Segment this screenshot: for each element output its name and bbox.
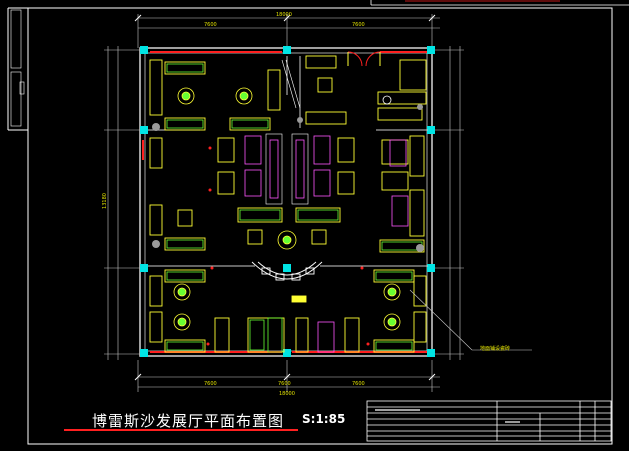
sofa-sets <box>149 55 427 353</box>
display-rugs <box>244 135 409 353</box>
red-markers <box>206 146 370 346</box>
entrance-door <box>347 51 381 67</box>
interior-partitions <box>148 56 428 267</box>
dim-bottom-mid: 7600 <box>278 381 291 387</box>
dim-top-left: 7600 <box>204 22 217 28</box>
center-display-stands <box>265 59 309 205</box>
dimension-ticks <box>134 14 436 381</box>
dimension-lines <box>104 14 464 392</box>
dim-top-total: 18000 <box>276 12 292 18</box>
callout-leader <box>409 289 532 351</box>
dim-top-right: 7600 <box>352 22 365 28</box>
sofa-cushions <box>166 63 423 353</box>
dim-bottom-total: 18000 <box>279 391 295 397</box>
dim-left-total: 13180 <box>101 193 108 209</box>
dim-bottom-left: 7600 <box>204 381 217 387</box>
structural-columns <box>140 46 435 357</box>
potted-plants <box>152 104 424 252</box>
dim-bottom-right: 7600 <box>352 381 365 387</box>
round-tables <box>173 87 401 331</box>
floor-tile-callout: 地面铺设瓷砖 <box>480 346 511 352</box>
reception-bench <box>251 261 323 281</box>
binding-strip <box>10 9 25 127</box>
drawing-title: 博雷斯沙发展厅平面布置图 <box>92 412 285 430</box>
title-block <box>366 400 612 442</box>
drawing-frame <box>7 7 613 445</box>
drawing-scale: S:1:85 <box>302 412 346 426</box>
top-right-strip <box>370 0 629 6</box>
